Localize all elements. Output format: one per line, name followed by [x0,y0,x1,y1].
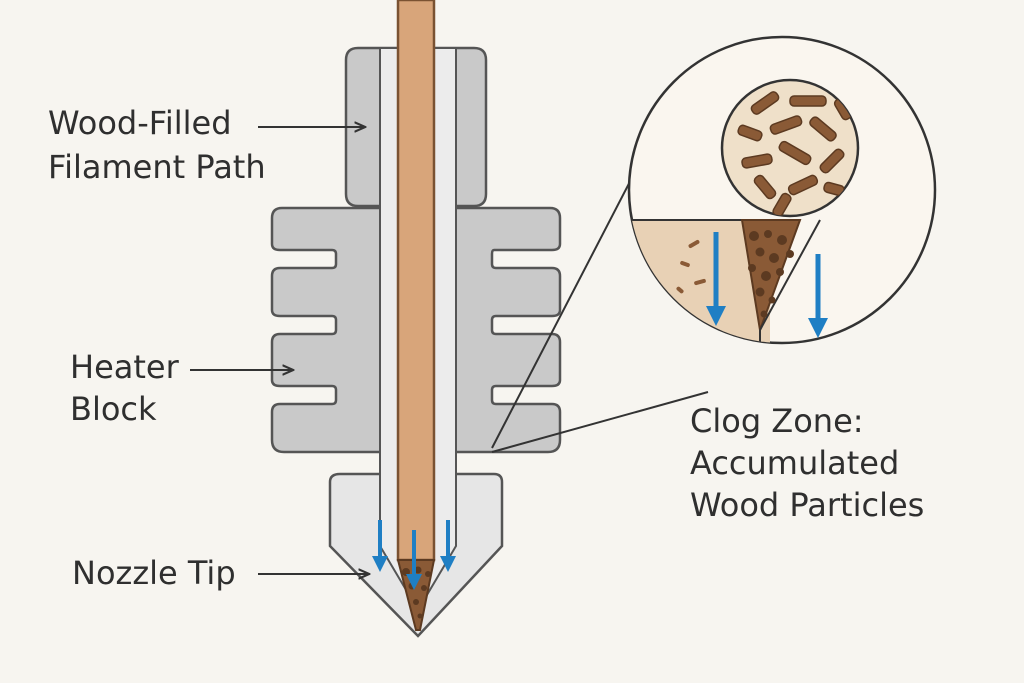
label-heater-block: Heater Block [70,348,292,428]
wood-particle-icon [720,78,860,218]
label-clog-zone-line1: Clog Zone: [690,402,864,440]
hotend-assembly [270,0,562,638]
loose-particles [676,240,706,294]
label-nozzle-tip-text: Nozzle Tip [72,554,236,592]
label-heater-block-line2: Block [70,390,157,428]
label-clog-zone-line2: Accumulated [690,444,899,482]
zoom-callout-line-lower [491,391,709,453]
label-nozzle-tip: Nozzle Tip [72,554,368,592]
label-clog-zone-line3: Wood Particles [690,486,924,524]
zoom-callout-line-upper [491,169,637,449]
filament [396,0,436,562]
label-filament-path-line2: Filament Path [48,148,266,186]
clog-particle-cluster [748,230,794,318]
label-heater-block-line1: Heater [70,348,180,386]
label-filament-path-line1: Wood-Filled [48,104,232,142]
clog-zoom-inset [627,35,937,345]
label-clog-zone: Clog Zone: Accumulated Wood Particles [690,402,924,524]
label-filament-path: Wood-Filled Filament Path [48,104,364,186]
